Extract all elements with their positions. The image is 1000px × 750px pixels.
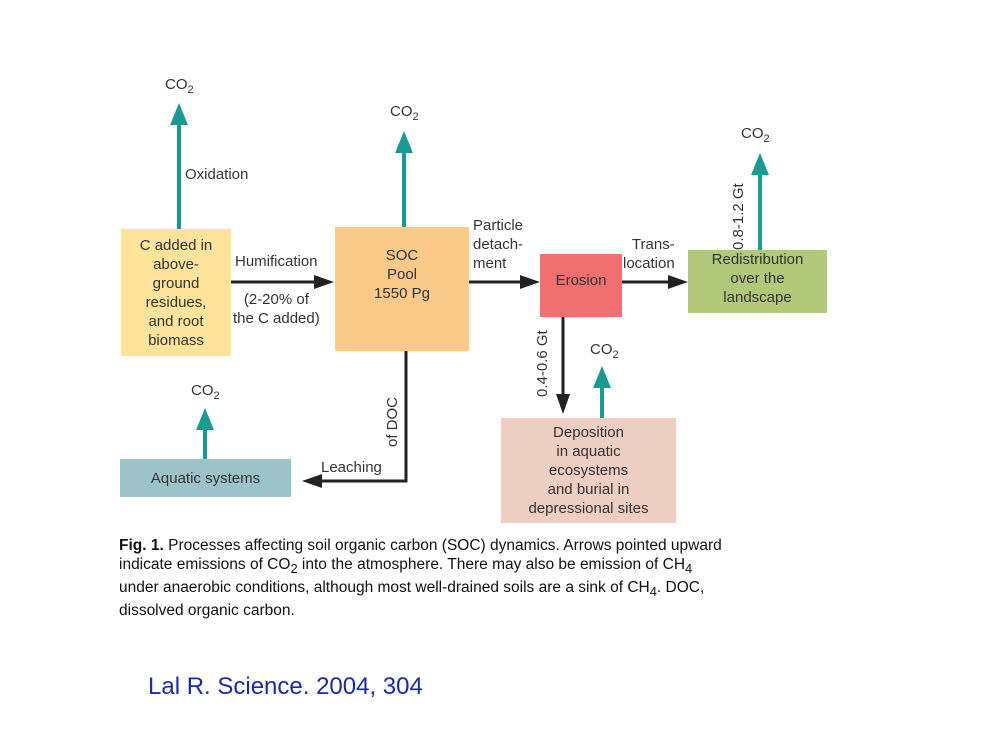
humification-percent-label: (2-20% of the C added) [233, 291, 320, 327]
leaching-arrowhead [302, 474, 322, 488]
soc-pool-box: SOC Pool 1550 Pg [335, 227, 469, 351]
translocation-arrowhead [668, 275, 688, 289]
figure-label: Fig. 1. [119, 537, 164, 554]
deposition-arrowhead [556, 394, 570, 414]
soc-co2-arrowhead [395, 131, 413, 153]
carbon-input-box: C added in above- ground residues, and r… [121, 229, 231, 356]
aquatic-co2-label: CO2 [191, 382, 220, 402]
humification-arrowhead [314, 275, 334, 289]
erosion-box: Erosion [540, 254, 622, 317]
flow-arrows [231, 275, 688, 488]
oxidation-label: Oxidation [185, 166, 249, 183]
deposition-flux-label: 0.4-0.6 Gt [534, 330, 551, 397]
redistribution-box: Redistribution over the landscape [688, 250, 827, 313]
aquatic-systems-box: Aquatic systems [120, 459, 291, 497]
oxidation-co2-label: CO2 [165, 76, 194, 96]
co2-arrows [170, 103, 769, 459]
oxidation-co2-arrowhead [170, 103, 188, 125]
deposition-co2-label: CO2 [590, 341, 619, 361]
leaching-path [318, 351, 408, 483]
citation: Lal R. Science. 2004, 304 [148, 673, 423, 700]
particle-detachment-arrowhead [520, 275, 540, 289]
particle-detachment-label: Particle detach- ment [473, 217, 524, 272]
doc-label: of DOC [384, 396, 401, 447]
deposition-co2-arrowhead [593, 366, 611, 388]
soc-co2-label: CO2 [390, 103, 419, 123]
redistribution-co2-label: CO2 [741, 125, 770, 145]
deposition-box: Deposition in aquatic ecosystems and bur… [501, 418, 676, 523]
translocation-label: Trans- location [623, 236, 675, 272]
aquatic-co2-arrowhead [196, 408, 214, 430]
humification-label: Humification [235, 253, 318, 270]
leaching-label: Leaching [321, 459, 382, 476]
figure-caption: Fig. 1. Processes affecting soil organic… [119, 537, 722, 620]
redistribution-co2-arrowhead [751, 153, 769, 175]
redistribution-flux-label: 0.8-1.2 Gt [730, 183, 747, 250]
